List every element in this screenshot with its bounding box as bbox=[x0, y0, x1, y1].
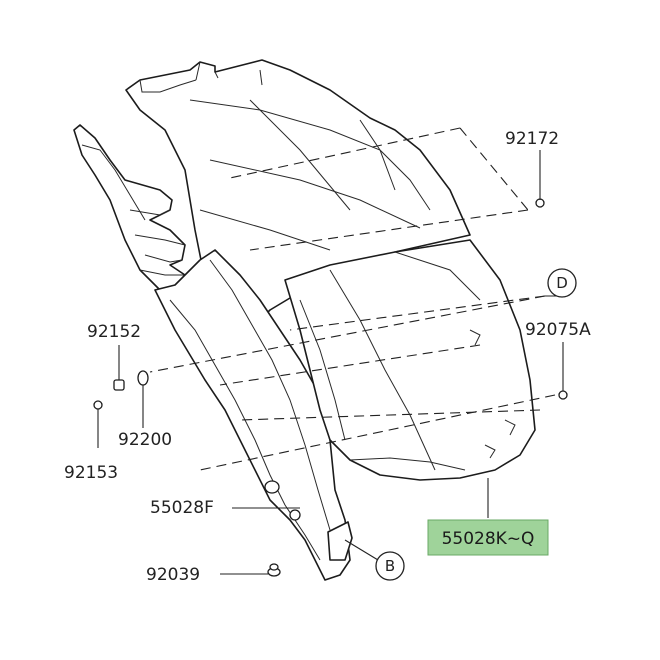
left-side-bracket bbox=[73, 124, 186, 291]
callout-b: B bbox=[375, 551, 405, 581]
callout-d: D bbox=[547, 268, 577, 298]
callout-b-label: B bbox=[385, 557, 395, 575]
label-92152: 92152 bbox=[87, 322, 141, 342]
label-55028KQ: 55028K~Q bbox=[442, 529, 535, 549]
nut-92152 bbox=[113, 345, 125, 391]
callout-d-label: D bbox=[556, 274, 568, 292]
leader-callout-b bbox=[344, 539, 379, 561]
label-55028F: 55028F bbox=[150, 498, 214, 518]
label-92172: 92172 bbox=[505, 129, 559, 149]
label-92200: 92200 bbox=[118, 430, 172, 450]
screw-92075A bbox=[558, 342, 568, 400]
screw-92153 bbox=[93, 400, 103, 448]
label-92075A: 92075A bbox=[525, 320, 591, 340]
highlight-box bbox=[427, 519, 549, 556]
label-92039: 92039 bbox=[146, 565, 200, 585]
assembly-lines bbox=[149, 127, 556, 471]
screw-92172 bbox=[535, 150, 545, 208]
label-92153: 92153 bbox=[64, 463, 118, 483]
washer-92200 bbox=[137, 370, 149, 428]
side-panel-55028F bbox=[154, 249, 353, 581]
grommet-92039 bbox=[220, 563, 281, 577]
lower-fairing-panel-55028KQ bbox=[284, 239, 536, 481]
